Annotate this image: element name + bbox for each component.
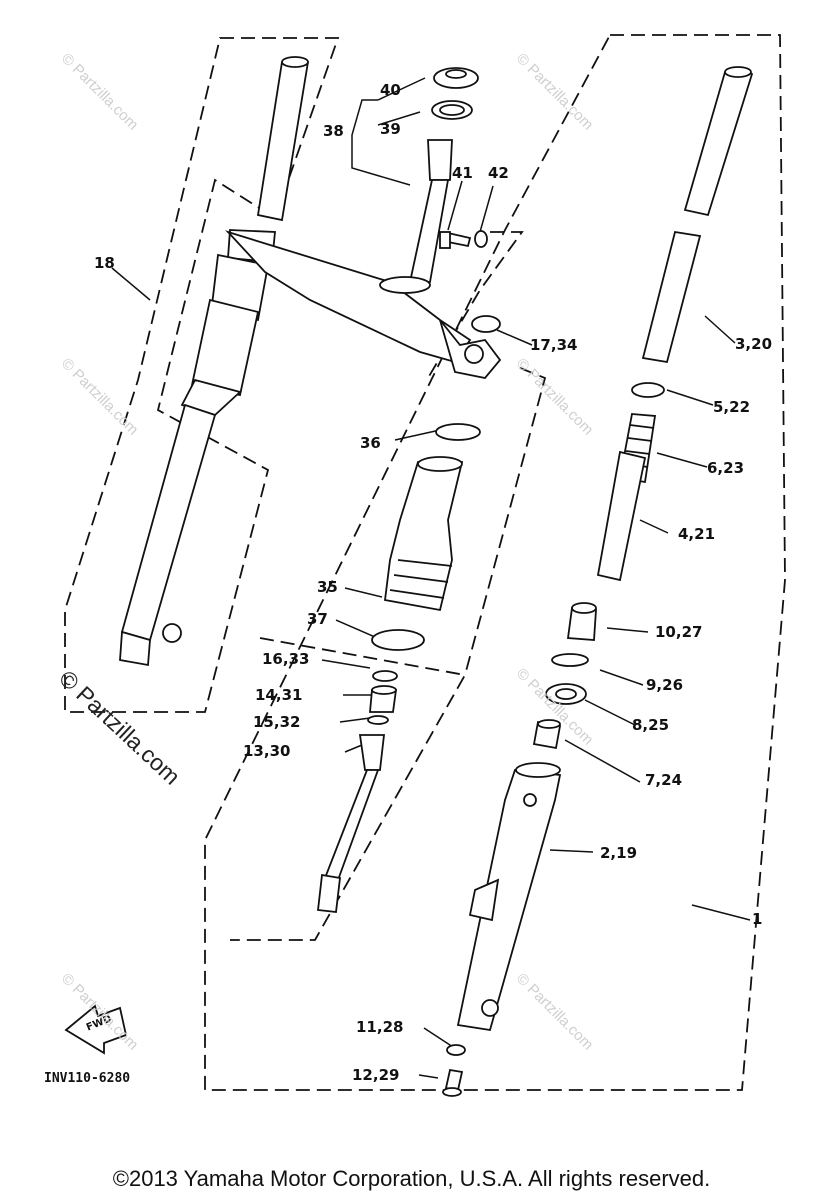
label-42: 42 [488,164,509,182]
label-39: 39 [380,120,401,138]
label-17-34: 17,34 [530,336,578,354]
label-10-27: 10,27 [655,623,703,641]
label-15-32: 15,32 [253,713,301,731]
label-36: 36 [360,434,381,452]
part-11-28 [446,1044,466,1056]
label-35: 35 [317,578,338,596]
label-18: 18 [94,254,115,272]
label-41: 41 [452,164,473,182]
part-16-33 [372,670,398,682]
label-8-25: 8,25 [632,716,670,734]
part-drawings [64,56,754,1097]
label-6-23: 6,23 [707,459,745,477]
copyright-notice: ©2013 Yamaha Motor Corporation, U.S.A. A… [112,1166,711,1191]
label-3-20: 3,20 [735,335,773,353]
part-36 [435,423,481,441]
part-35-boot [384,461,464,612]
leader-lines [111,77,751,1079]
label-5-22: 5,22 [713,398,751,416]
part-42 [474,230,488,248]
part-3-20-lower [641,230,702,364]
label-9-26: 9,26 [646,676,684,694]
part-12-29 [444,1068,464,1092]
part-9-26 [551,653,589,667]
label-7-24: 7,24 [645,771,683,789]
left-fork-tube [256,57,309,222]
part-41 [447,231,472,248]
part-4-21 [596,450,647,582]
part-15-32 [367,715,389,725]
steering-stem-top [427,139,453,181]
outline-damper-rod [230,637,467,941]
label-2-19: 2,19 [600,844,638,862]
outline-right-fork-assembly [204,34,786,1091]
label-40: 40 [380,81,401,99]
part-2-19-outer-tube [456,769,562,1032]
label-14-31: 14,31 [255,686,303,704]
label-11-28: 11,28 [356,1018,404,1036]
label-16-33: 16,33 [262,650,310,668]
label-38: 38 [323,122,344,140]
outline-left-fork [64,37,340,713]
part-37 [371,629,425,651]
label-4-21: 4,21 [678,525,716,543]
outline-boot [464,367,547,676]
label-37: 37 [307,610,328,628]
part-17-34 [471,315,501,333]
part-5-22 [631,382,665,398]
part-3-20-upper [683,68,754,217]
diagram-code: INV110-6280 [44,1071,131,1086]
part-13-30 [358,734,386,771]
fwd-badge-arrow [64,1004,128,1055]
label-12-29: 12,29 [352,1066,400,1084]
label-13-30: 13,30 [243,742,291,760]
label-1: 1 [752,910,763,928]
